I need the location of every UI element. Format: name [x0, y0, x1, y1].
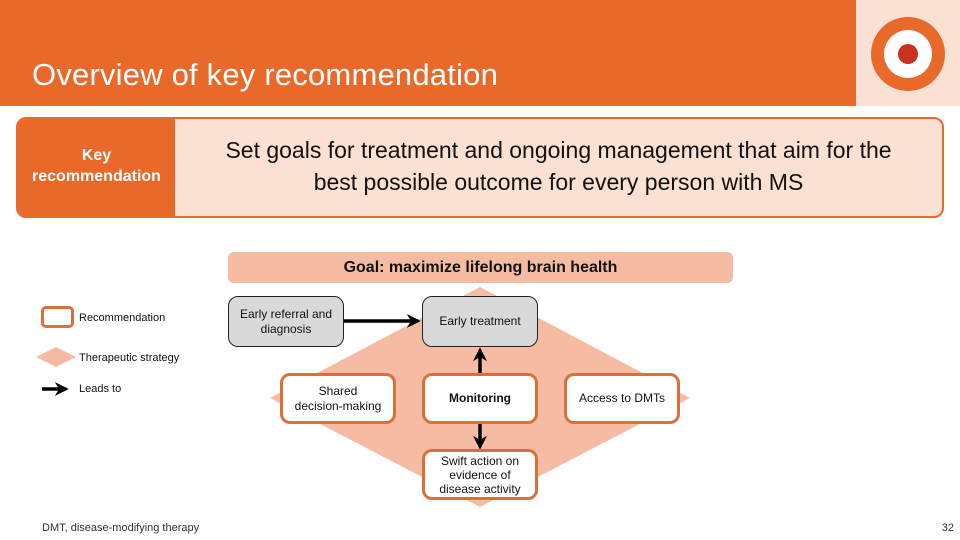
- legend-diamond-icon: [36, 347, 76, 367]
- key-recommendation-label-line2: recommendation: [32, 167, 161, 185]
- node-swift-action-line3: disease activity: [439, 481, 521, 496]
- legend-label-therapeutic-strategy: Therapeutic strategy: [79, 352, 180, 364]
- legend-rounded-box-icon: [41, 306, 74, 328]
- target-icon: [871, 17, 945, 91]
- key-recommendation-panel: Key recommendation Set goals for treatme…: [16, 117, 944, 218]
- page-number: 32: [941, 522, 954, 534]
- header-bar: [0, 0, 856, 106]
- legend-label-recommendation: Recommendation: [79, 312, 166, 324]
- key-recommendation-text: Set goals for treatment and ongoing mana…: [175, 119, 942, 216]
- node-shared-decision-making: Shared decision-making: [280, 373, 396, 424]
- node-shared-decision-line2: decision-making: [294, 398, 382, 413]
- key-recommendation-text-line1: Set goals for treatment and ongoing mana…: [225, 137, 892, 163]
- node-early-treatment: Early treatment: [422, 296, 538, 347]
- node-monitoring-line1: Monitoring: [449, 391, 511, 405]
- node-access-to-dmts: Access to DMTs: [564, 373, 680, 424]
- page-title: Overview of key recommendation: [32, 57, 499, 92]
- node-early-referral-line1: Early referral and: [239, 306, 333, 321]
- node-early-referral: Early referral and diagnosis: [228, 296, 344, 347]
- node-early-treatment-line1: Early treatment: [439, 314, 521, 328]
- goal-bar: Goal: maximize lifelong brain health: [228, 252, 733, 283]
- key-recommendation-text-line2: best possible outcome for every person w…: [313, 169, 804, 195]
- key-recommendation-label-line1: Key: [81, 146, 112, 164]
- node-monitoring: Monitoring: [422, 373, 538, 424]
- node-swift-action-line1: Swift action on: [440, 453, 520, 468]
- key-recommendation-label: Key recommendation: [18, 119, 175, 216]
- legend-label-leads-to: Leads to: [79, 383, 122, 395]
- footnote: DMT, disease-modifying therapy: [42, 522, 200, 534]
- node-swift-action: Swift action on evidence of disease acti…: [422, 449, 538, 500]
- node-shared-decision-line1: Shared: [318, 383, 358, 398]
- node-swift-action-line2: evidence of: [449, 467, 511, 482]
- node-early-referral-line2: diagnosis: [260, 321, 312, 336]
- node-access-dmts-line1: Access to DMTs: [578, 391, 665, 405]
- goal-label: Goal: maximize lifelong brain health: [343, 258, 618, 276]
